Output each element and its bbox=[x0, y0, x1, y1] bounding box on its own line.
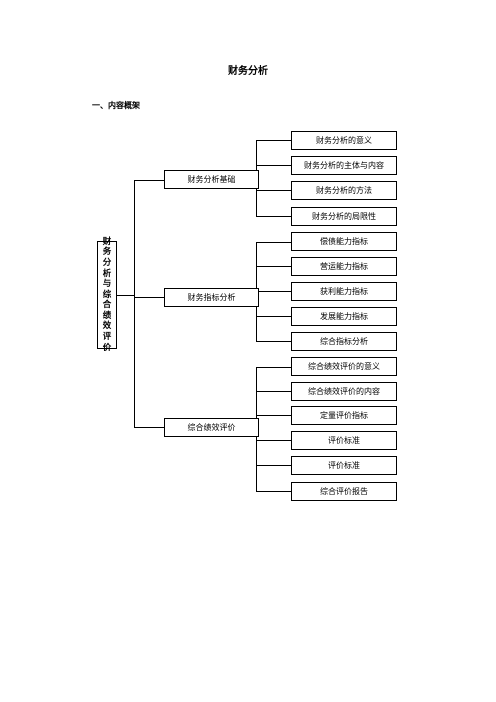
leaf-node: 评价标准 bbox=[291, 456, 397, 475]
connector bbox=[256, 266, 291, 267]
connector bbox=[256, 165, 291, 166]
leaf-node: 综合绩效评价的意义 bbox=[291, 357, 397, 376]
leaf-node: 评价标准 bbox=[291, 431, 397, 450]
page-title: 财务分析 bbox=[228, 66, 268, 77]
connector bbox=[134, 180, 135, 427]
leaf-node: 财务分析的主体与内容 bbox=[291, 156, 397, 175]
connector bbox=[256, 291, 291, 292]
connector bbox=[256, 391, 291, 392]
leaf-node: 营运能力指标 bbox=[291, 257, 397, 276]
leaf-node: 财务分析的局限性 bbox=[291, 207, 397, 226]
root-node: 财务分析与综合绩效评价 bbox=[97, 237, 117, 353]
leaf-node: 定量评价指标 bbox=[291, 406, 397, 425]
branch-node-basics: 财务分析基础 bbox=[164, 170, 259, 189]
connector bbox=[117, 295, 134, 296]
leaf-node: 财务分析的意义 bbox=[291, 131, 397, 150]
leaf-node: 综合指标分析 bbox=[291, 332, 397, 351]
connector bbox=[256, 440, 291, 441]
connector bbox=[256, 242, 291, 243]
connector bbox=[256, 341, 291, 342]
leaf-node: 综合绩效评价的内容 bbox=[291, 382, 397, 401]
connector bbox=[256, 367, 291, 368]
leaf-node: 获利能力指标 bbox=[291, 282, 397, 301]
connector bbox=[134, 180, 164, 181]
connector bbox=[256, 415, 291, 416]
leaf-node: 财务分析的方法 bbox=[291, 181, 397, 200]
section-heading: 一、内容概架 bbox=[92, 101, 140, 110]
branch-node-evaluation: 综合绩效评价 bbox=[164, 418, 259, 437]
connector bbox=[256, 140, 291, 141]
connector bbox=[256, 316, 291, 317]
leaf-node: 发展能力指标 bbox=[291, 307, 397, 326]
leaf-node: 综合评价报告 bbox=[291, 482, 397, 501]
connector bbox=[256, 491, 291, 492]
branch-node-indicators: 财务指标分析 bbox=[164, 288, 259, 307]
connector bbox=[134, 427, 164, 428]
connector bbox=[256, 216, 291, 217]
connector bbox=[134, 297, 164, 298]
leaf-node: 偿债能力指标 bbox=[291, 232, 397, 251]
connector bbox=[256, 465, 291, 466]
connector bbox=[256, 190, 291, 191]
